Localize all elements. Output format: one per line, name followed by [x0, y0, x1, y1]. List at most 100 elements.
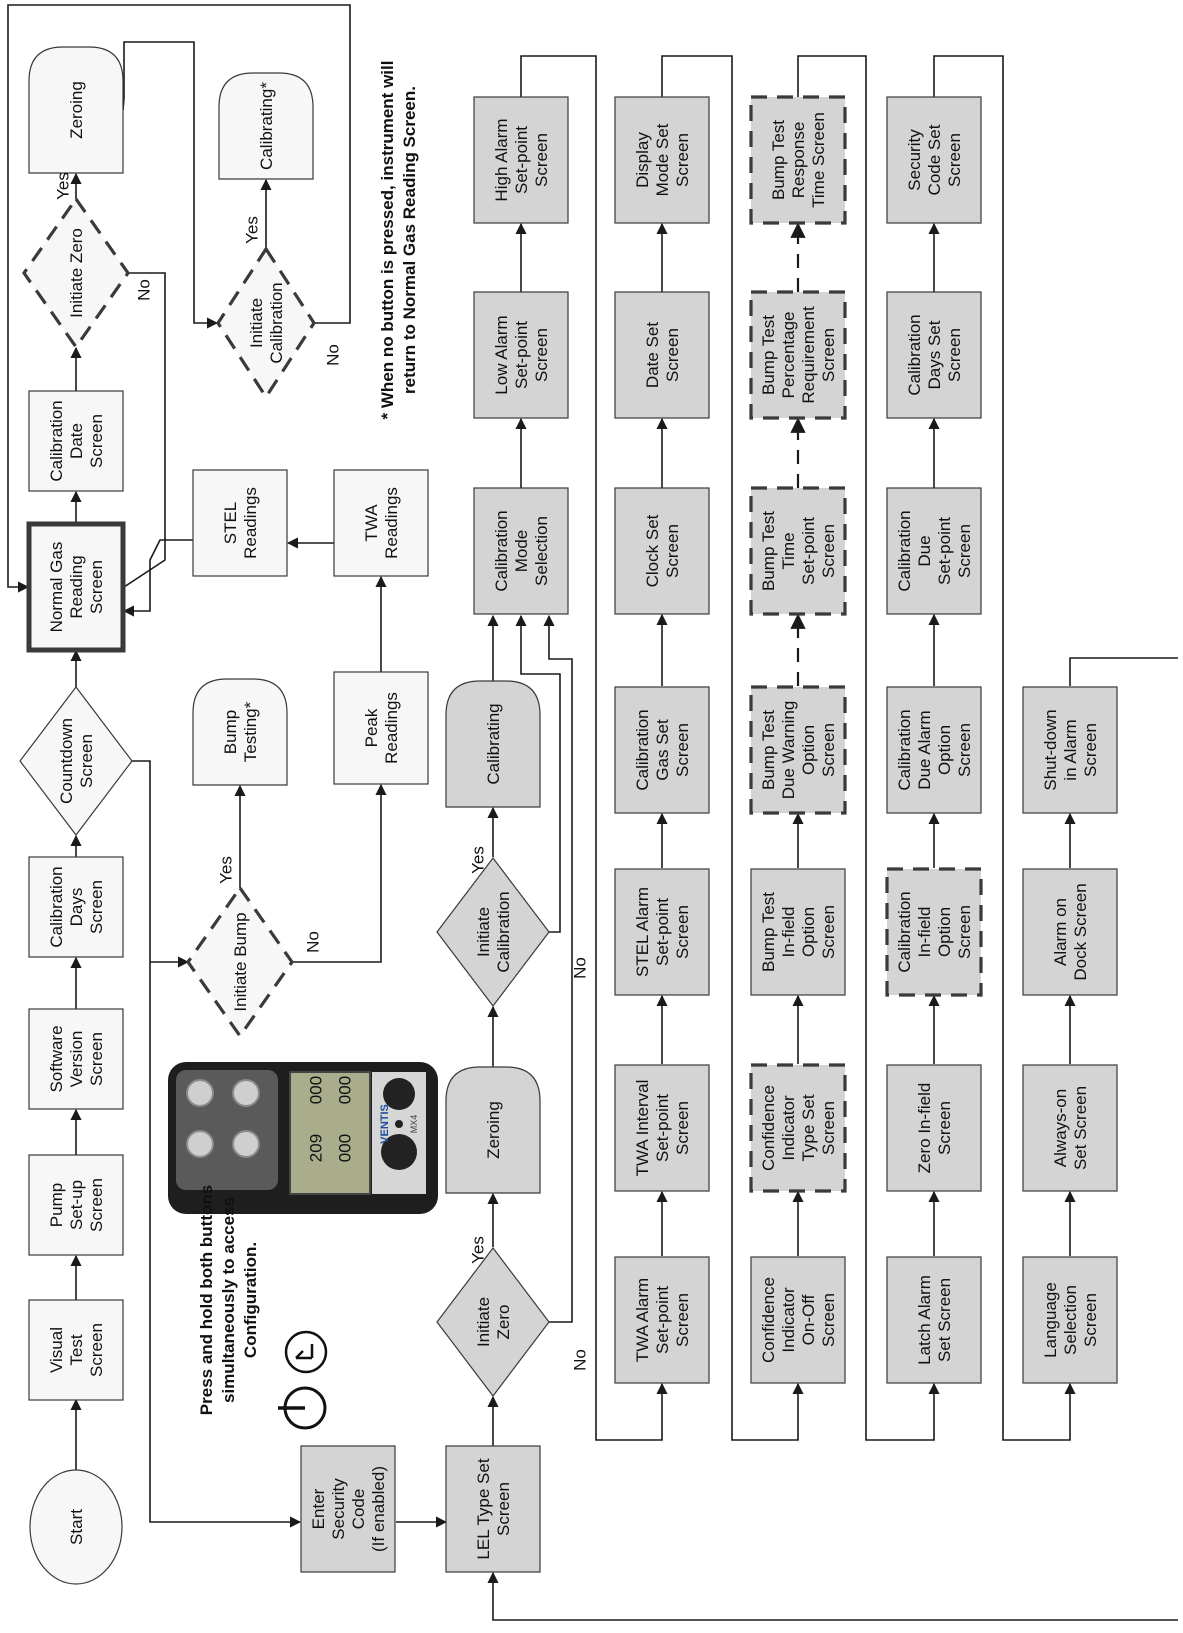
node-cal-date: [28, 390, 124, 492]
label-no-zero-cfg: No: [571, 1349, 590, 1371]
node-calibrating-top: [218, 72, 314, 180]
node-label-cal-days-set: CalibrationDays SetScreen: [905, 314, 964, 395]
node-security-code-set: [886, 96, 982, 224]
node-initiate-zero-top: [22, 196, 130, 350]
edge-initcal-no-return: [7, 4, 351, 593]
edge-countdown-security: [149, 962, 302, 1528]
power-button-icon: [278, 1386, 327, 1430]
node-latch-alarm: [886, 1256, 982, 1384]
node-calibrating-cfg: [445, 680, 541, 808]
node-label-zero-infield: Zero In-fieldScreen: [915, 1083, 954, 1174]
node-initiate-zero-cfg: [436, 1247, 550, 1397]
node-high-alarm: [473, 96, 569, 224]
node-label-initiate-cal-top: InitiateCalibration: [247, 282, 286, 363]
node-cal-mode: [473, 487, 569, 615]
node-label-start: Start: [67, 1509, 86, 1545]
edge-zeroing-initcal: [122, 41, 219, 329]
edge-bump-no-peak: [292, 783, 387, 963]
node-label-cal-due-setpoint: CalibrationDueSet-pointScreen: [895, 510, 974, 591]
node-label-alarm-dock: Alarm onDock Screen: [1051, 883, 1090, 980]
device-model-label: MX4: [409, 1115, 419, 1134]
node-label-software-version: SoftwareVersionScreen: [47, 1025, 106, 1092]
node-label-peak-readings: PeakReadings: [362, 692, 401, 764]
node-label-bump-testing: BumpTesting*: [221, 701, 260, 762]
note-no-button-pressed: * When no button is pressed, instrument …: [378, 61, 419, 420]
node-bump-response: [749, 95, 847, 225]
device-led: [395, 1120, 403, 1128]
edge-initcal-no-cfg: [515, 614, 561, 933]
label-no-zero-top: No: [135, 279, 154, 301]
node-label-twa-interval: TWA IntervalSet-pointScreen: [633, 1080, 692, 1177]
node-label-lel-type: LEL Type SetScreen: [474, 1458, 513, 1559]
label-no-bump: No: [304, 931, 323, 953]
edge-security-language: [933, 55, 1076, 1441]
node-peak-readings: [333, 671, 429, 785]
label-yes-zero-top: Yes: [54, 172, 73, 200]
node-pump-setup: [28, 1154, 124, 1256]
node-enter-security: [300, 1445, 396, 1573]
node-cal-days-set: [886, 291, 982, 419]
node-date-set: [614, 291, 710, 419]
node-zero-infield: [886, 1064, 982, 1192]
node-countdown: [19, 686, 133, 836]
device-sensor-port-4: [232, 1130, 260, 1158]
node-label-initiate-bump: Initiate Bump: [231, 912, 250, 1011]
label-yes-cal-cfg: Yes: [469, 846, 488, 874]
device-reading-3: 000: [336, 1076, 355, 1104]
node-label-enter-security: EnterSecurityCode(If enabled): [309, 1466, 388, 1552]
node-label-countdown: CountdownScreen: [57, 718, 96, 804]
node-label-bump-percentage: Bump TestPercentageRequirementScreen: [759, 306, 838, 404]
node-label-zeroing-top: Zeroing: [67, 81, 86, 139]
device-sensor-port-1: [186, 1079, 214, 1107]
node-software-version: [28, 1008, 124, 1110]
edge-display-confidence: [661, 55, 804, 1441]
node-start: [29, 1469, 123, 1585]
node-stel-readings: [192, 469, 288, 577]
edge-return-lel: [487, 1571, 1178, 1621]
node-label-zeroing-cfg: Zeroing: [484, 1101, 503, 1159]
label-yes-cal-top: Yes: [243, 216, 262, 244]
node-initiate-cal-top: [216, 246, 316, 400]
node-label-bump-infield: Bump TestIn-fieldOptionScreen: [759, 892, 838, 972]
node-label-cal-mode: CalibrationModeSelection: [492, 510, 551, 591]
label-no-cal-cfg: No: [571, 957, 590, 979]
node-label-initiate-cal-cfg: InitiateCalibration: [474, 891, 513, 972]
edge-initzero-no-cfg: [543, 614, 573, 1323]
node-label-display-mode: DisplayMode SetScreen: [633, 123, 692, 196]
node-label-confidence-onoff: ConfidenceIndicatorOn-OffScreen: [759, 1277, 838, 1363]
edge-stel-normal: [122, 539, 193, 617]
node-label-cal-due-alarm: CalibrationDue AlarmOptionScreen: [895, 709, 974, 790]
node-label-twa-readings: TWAReadings: [362, 487, 401, 559]
device-button-top: [383, 1078, 415, 1110]
node-label-clock-set: Clock SetScreen: [643, 514, 682, 587]
node-language: [1022, 1256, 1118, 1384]
node-label-bump-time: Bump TestTimeSet-pointScreen: [759, 511, 838, 591]
node-label-calibrating-cfg: Calibrating: [484, 703, 503, 784]
node-label-bump-due-warning: Bump TestDue WarningOptionScreen: [759, 701, 838, 800]
node-bump-testing: [192, 678, 288, 786]
node-label-pump-setup: PumpSet-upScreen: [47, 1178, 106, 1232]
node-bump-percentage: [749, 290, 847, 420]
node-shutdown-alarm: [1022, 686, 1118, 814]
node-initiate-bump: [186, 885, 294, 1039]
device-brand-logo: VENTIS: [379, 1104, 391, 1144]
node-label-latch-alarm: Latch AlarmSet Screen: [915, 1275, 954, 1365]
connectors: [7, 4, 1178, 1621]
node-label-confidence-type: ConfidenceIndicatorType SetScreen: [759, 1085, 838, 1171]
node-visual-test: [28, 1299, 124, 1401]
navigate-button-icon: [284, 1330, 328, 1374]
device-button-bottom: [381, 1134, 417, 1170]
node-normal-gas: [26, 521, 126, 653]
node-cal-due-alarm: [886, 686, 982, 814]
node-label-calibrating-top: Calibrating*: [257, 82, 276, 170]
node-twa-alarm: [614, 1256, 710, 1384]
node-bump-time: [749, 486, 847, 616]
node-always-on: [1022, 1064, 1118, 1192]
node-label-date-set: Date SetScreen: [643, 322, 682, 388]
device-reading-1: 000: [307, 1076, 326, 1104]
node-label-language: LanguageSelectionScreen: [1041, 1282, 1100, 1358]
device-lcd-screen: [289, 1071, 371, 1195]
